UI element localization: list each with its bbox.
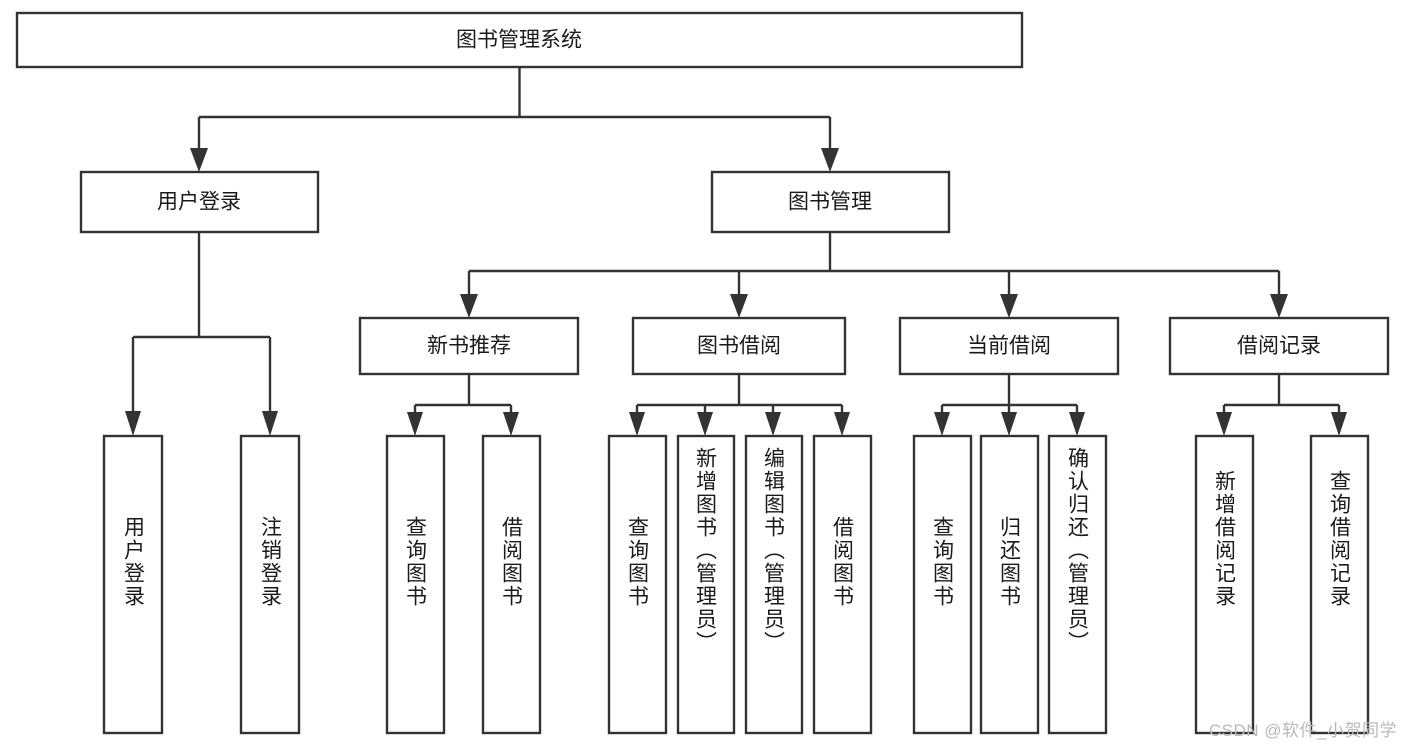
node-leaf-br-add-record-box[interactable] <box>1194 434 1255 735</box>
connector-group-new-book <box>407 374 519 436</box>
node-leaf-bb-borrow-book-box[interactable] <box>812 434 873 735</box>
node-book-borrow-label: 图书借阅 <box>697 335 781 358</box>
arrow-head-bb-1 <box>629 412 645 436</box>
node-user-login-box[interactable] <box>79 170 320 234</box>
arrow-head-bb-2 <box>697 412 713 436</box>
arrow-head-br-2 <box>1331 412 1347 436</box>
connector-group-root <box>190 67 839 172</box>
node-leaf-logout-box[interactable] <box>239 434 301 735</box>
connector-group-book-mgmt <box>460 232 1288 318</box>
connector-group-book-borrow <box>629 374 850 436</box>
node-leaf-bb-query-book-label: 查询图书 <box>626 516 650 608</box>
node-new-book-recommend-label: 新书推荐 <box>427 335 511 358</box>
node-leaf-bb-query-book[interactable]: 查询图书 <box>607 434 668 735</box>
node-leaf-nb-query-book[interactable]: 查询图书 <box>385 434 446 735</box>
node-leaf-user-login[interactable]: 用户登录 <box>102 434 164 735</box>
node-leaf-bb-edit-book[interactable]: 编辑图书（管理员） <box>744 434 804 735</box>
arrow-head-ul-1 <box>125 411 141 436</box>
node-user-login[interactable]: 用户登录 <box>79 170 320 234</box>
arrow-head-book-mgmt <box>821 148 839 172</box>
arrow-head-bb-4 <box>834 412 850 436</box>
node-leaf-br-query-record-label: 查询借阅记录 <box>1328 470 1352 608</box>
arrow-head-nb-1 <box>407 412 423 436</box>
node-leaf-cb-return-book-label: 归还图书 <box>998 516 1022 608</box>
node-book-management[interactable]: 图书管理 <box>710 170 951 234</box>
node-borrow-record-label: 借阅记录 <box>1237 335 1321 358</box>
node-leaf-nb-query-book-box[interactable] <box>385 434 446 735</box>
node-leaf-bb-edit-book-box[interactable] <box>744 434 804 735</box>
node-current-borrow-label: 当前借阅 <box>967 335 1051 358</box>
node-leaf-bb-borrow-book[interactable]: 借阅图书 <box>812 434 873 735</box>
arrow-head-bb-3 <box>765 412 781 436</box>
node-book-management-box[interactable] <box>710 170 951 234</box>
node-leaf-br-query-record-box[interactable] <box>1309 434 1370 735</box>
arrow-head-cb-1 <box>934 412 950 436</box>
node-new-book-recommend-box[interactable] <box>358 316 580 376</box>
node-leaf-br-add-record[interactable]: 新增借阅记录 <box>1194 434 1255 735</box>
node-leaf-user-login-label: 用户登录 <box>122 516 146 608</box>
node-book-borrow-box[interactable] <box>631 316 847 376</box>
node-current-borrow[interactable]: 当前借阅 <box>898 316 1120 376</box>
node-leaf-bb-edit-book-label: 编辑图书（管理员） <box>762 447 786 654</box>
arrow-head-l3-2 <box>730 294 748 318</box>
node-leaf-bb-add-book-box[interactable] <box>676 434 736 735</box>
connector-group-user-login <box>125 232 278 436</box>
connector-group-borrow-record <box>1216 374 1347 436</box>
node-current-borrow-box[interactable] <box>898 316 1120 376</box>
node-leaf-logout-label: 注销登录 <box>259 516 283 608</box>
node-leaf-cb-confirm-return-box[interactable] <box>1047 434 1108 735</box>
arrow-head-l3-4 <box>1270 294 1288 318</box>
node-leaf-cb-confirm-return-label: 确认归还（管理员） <box>1066 447 1090 654</box>
node-leaf-br-add-record-label: 新增借阅记录 <box>1213 470 1237 608</box>
node-user-login-label: 用户登录 <box>157 191 241 214</box>
node-borrow-record-box[interactable] <box>1168 316 1390 376</box>
node-book-borrow[interactable]: 图书借阅 <box>631 316 847 376</box>
node-leaf-cb-confirm-return[interactable]: 确认归还（管理员） <box>1047 434 1108 735</box>
arrow-head-ul-2 <box>262 411 278 436</box>
node-leaf-user-login-box[interactable] <box>102 434 164 735</box>
connector-group-current-borrow <box>934 374 1085 436</box>
arrow-head-l3-3 <box>1000 294 1018 318</box>
node-book-management-label: 图书管理 <box>788 191 872 214</box>
node-leaf-nb-borrow-book-label: 借阅图书 <box>500 516 524 608</box>
node-leaf-bb-add-book-label: 新增图书（管理员） <box>694 447 718 654</box>
node-leaf-cb-query-book[interactable]: 查询图书 <box>912 434 973 735</box>
arrow-head-l3-1 <box>460 294 478 318</box>
node-leaf-nb-borrow-book[interactable]: 借阅图书 <box>481 434 542 735</box>
node-leaf-bb-borrow-book-label: 借阅图书 <box>831 516 855 608</box>
arrow-head-cb-3 <box>1069 412 1085 436</box>
node-leaf-br-query-record[interactable]: 查询借阅记录 <box>1309 434 1370 735</box>
arrow-head-br-1 <box>1216 412 1232 436</box>
node-leaf-logout[interactable]: 注销登录 <box>239 434 301 735</box>
node-leaf-cb-query-book-box[interactable] <box>912 434 973 735</box>
node-new-book-recommend[interactable]: 新书推荐 <box>358 316 580 376</box>
node-leaf-bb-add-book[interactable]: 新增图书（管理员） <box>676 434 736 735</box>
node-leaf-cb-return-book-box[interactable] <box>979 434 1040 735</box>
node-root-box[interactable] <box>15 11 1024 69</box>
node-leaf-cb-query-book-label: 查询图书 <box>931 516 955 608</box>
node-leaf-nb-borrow-book-box[interactable] <box>481 434 542 735</box>
arrow-head-nb-2 <box>503 412 519 436</box>
node-root[interactable]: 图书管理系统 <box>15 11 1024 69</box>
arrow-head-cb-2 <box>1001 412 1017 436</box>
node-root-label: 图书管理系统 <box>456 29 582 52</box>
node-leaf-nb-query-book-label: 查询图书 <box>404 516 428 608</box>
node-borrow-record[interactable]: 借阅记录 <box>1168 316 1390 376</box>
node-leaf-cb-return-book[interactable]: 归还图书 <box>979 434 1040 735</box>
node-leaf-bb-query-book-box[interactable] <box>607 434 668 735</box>
arrow-head-user-login <box>190 148 208 172</box>
